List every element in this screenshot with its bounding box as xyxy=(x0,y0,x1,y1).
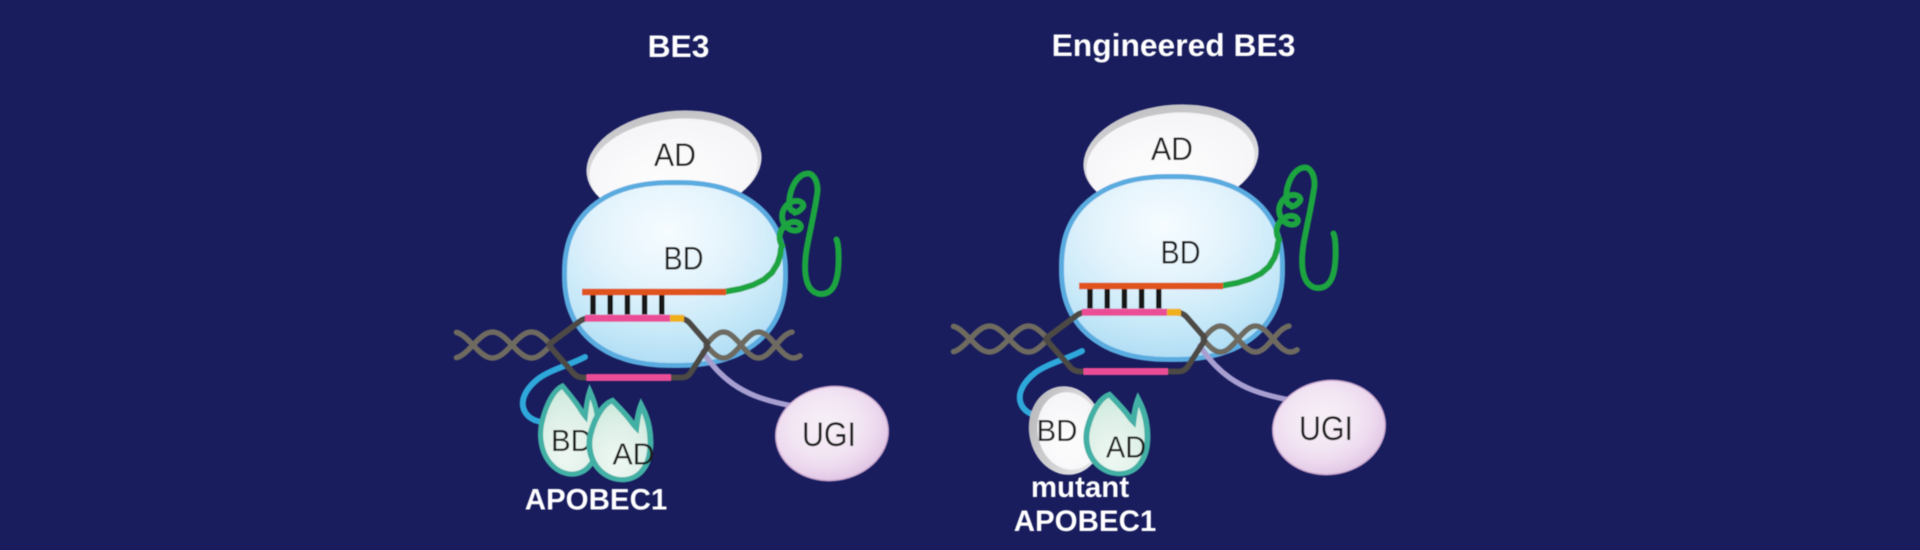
svg-text:UGI: UGI xyxy=(802,416,856,454)
svg-text:APOBEC1: APOBEC1 xyxy=(1014,505,1157,538)
svg-text:APOBEC1: APOBEC1 xyxy=(525,484,668,517)
svg-text:BD: BD xyxy=(551,423,592,458)
svg-text:BE3: BE3 xyxy=(648,28,710,64)
svg-text:BD: BD xyxy=(1161,235,1201,271)
svg-text:AD: AD xyxy=(654,137,696,173)
svg-text:AD: AD xyxy=(613,437,655,472)
svg-text:BD: BD xyxy=(1037,413,1078,448)
svg-text:BD: BD xyxy=(664,241,704,277)
svg-text:AD: AD xyxy=(1106,430,1146,465)
svg-text:mutant: mutant xyxy=(1031,471,1130,504)
svg-text:AD: AD xyxy=(1151,131,1193,167)
svg-text:UGI: UGI xyxy=(1299,410,1353,448)
svg-text:Engineered BE3: Engineered BE3 xyxy=(1052,27,1296,63)
